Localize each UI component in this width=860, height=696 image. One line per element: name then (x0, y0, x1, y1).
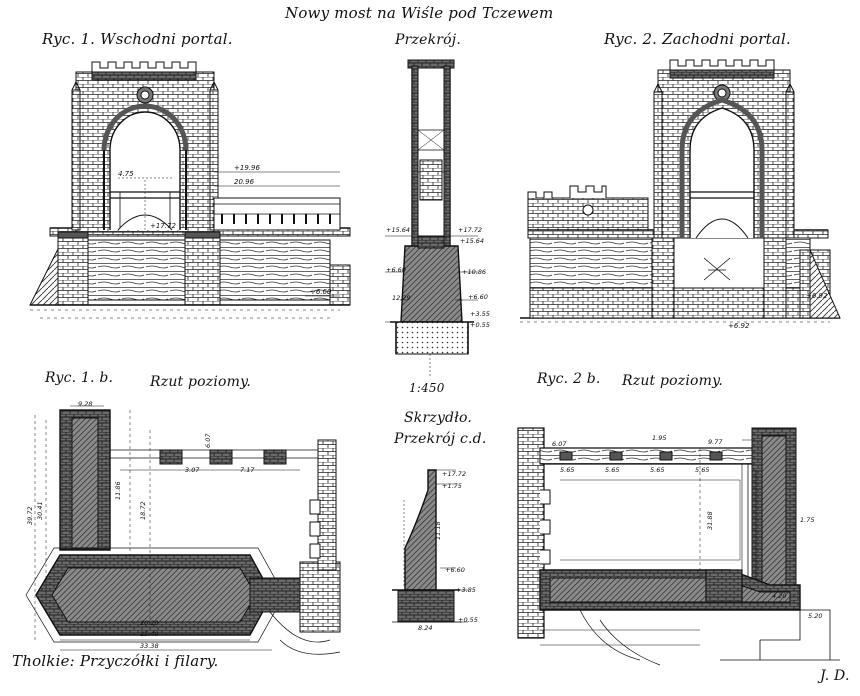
dim-label: +6.60 (386, 266, 406, 274)
dim-label: +17.72 (150, 222, 176, 230)
dim-label: 18.72 (139, 501, 147, 520)
west-plan-dimensions: 6.07 5.65 5.65 5.65 5.65 9.77 1.95 31.88… (552, 434, 822, 620)
dim-label: +6.92 (728, 322, 750, 330)
dim-label: 20.20 (140, 619, 159, 627)
footer-caption: Tholkie: Przyczółki i filary. (12, 652, 219, 670)
dim-label: +0.55 (470, 321, 490, 329)
dim-label: 7.17 (240, 466, 255, 474)
cross-section-drawing (385, 59, 478, 376)
wing-section-drawing (392, 469, 468, 623)
dim-label: 31.88 (706, 511, 714, 530)
east-abutment-plan (25, 405, 341, 655)
scale-label: 1:450 (409, 381, 445, 395)
dim-label: +17.72 (442, 470, 466, 478)
fig1b-label: Ryc. 1. b. (45, 370, 114, 386)
dim-label: 4.75 (118, 170, 134, 178)
dim-label: 20.96 (234, 178, 255, 186)
dim-label: +3.85 (456, 586, 476, 594)
dim-label: 30.41 (36, 501, 44, 520)
dim-label: +17.72 (458, 226, 482, 234)
west-abutment-plan (517, 427, 840, 666)
dim-label: +15.64 (386, 226, 410, 234)
dim-label: 11.86 (114, 481, 122, 500)
dim-label: 9.77 (708, 438, 723, 446)
dim-label: 33.38 (140, 642, 159, 650)
dim-label: +15.64 (460, 237, 484, 245)
fig2-label: Ryc. 2. Zachodni portal. (604, 30, 791, 48)
signature: J. D. (820, 668, 850, 684)
east-plan-dimensions: 9.28 11.86 18.72 30.41 39.72 6.07 3.07 7… (26, 400, 255, 650)
dim-label: 1.75 (800, 516, 814, 524)
section-dimensions: +15.64 +17.72 +15.64 +10.86 +6.60 12.29 … (386, 226, 490, 329)
dim-label: +3.55 (470, 310, 490, 318)
fig2b-plan-label: Rzut poziomy. (622, 373, 724, 389)
west-portal-elevation (520, 59, 841, 323)
dim-label: 12.29 (392, 294, 411, 302)
dim-label: 5.65 (605, 466, 619, 474)
east-portal-dimensions: 4.75 +19.96 +17.72 20.96 +6.60 (118, 164, 332, 296)
dim-label: +1.75 (442, 482, 462, 490)
fig2b-label: Ryc. 2 b. (537, 371, 601, 387)
dim-label: +10.86 (462, 268, 486, 276)
dim-label: +6.92 (806, 292, 828, 300)
section-label: Przekrój. (395, 32, 461, 48)
dim-label: 11.18 (434, 521, 442, 540)
dim-label: 5.65 (560, 466, 574, 474)
dim-label: 5.65 (650, 466, 664, 474)
dim-label: 4.20 (772, 592, 786, 600)
dim-label: 39.72 (26, 506, 34, 525)
dim-label: +6.60 (445, 566, 465, 574)
dim-label: 9.28 (78, 400, 92, 408)
dim-label: 8.24 (418, 624, 432, 632)
dim-label: 25.40 (140, 630, 159, 638)
dim-label: +0.55 (458, 616, 478, 624)
dim-label: 5.65 (695, 466, 709, 474)
dim-label: +19.96 (234, 164, 260, 172)
east-portal-elevation (29, 61, 351, 319)
dim-label: +6.60 (468, 293, 488, 301)
wing-section-label: Przekrój c.d. (394, 431, 487, 447)
fig1-label: Ryc. 1. Wschodni portal. (42, 30, 233, 48)
dim-label: 6.07 (204, 433, 212, 448)
dim-label: 1.95 (652, 434, 666, 442)
dim-label: +6.60 (310, 288, 332, 296)
dim-label: 5.20 (808, 612, 822, 620)
west-portal-dimensions: +6.92 +6.92 (728, 292, 828, 330)
fig1b-plan-label: Rzut poziomy. (150, 374, 252, 390)
dim-label: 3.07 (185, 466, 200, 474)
wing-section-dimensions: +17.72 +1.75 +6.60 +3.85 +0.55 11.18 8.2… (418, 470, 478, 632)
dim-label: 6.07 (552, 440, 567, 448)
sheet-title: Nowy most na Wiśle pod Tczewem (285, 4, 554, 22)
wing-label: Skrzydło. (404, 410, 472, 426)
